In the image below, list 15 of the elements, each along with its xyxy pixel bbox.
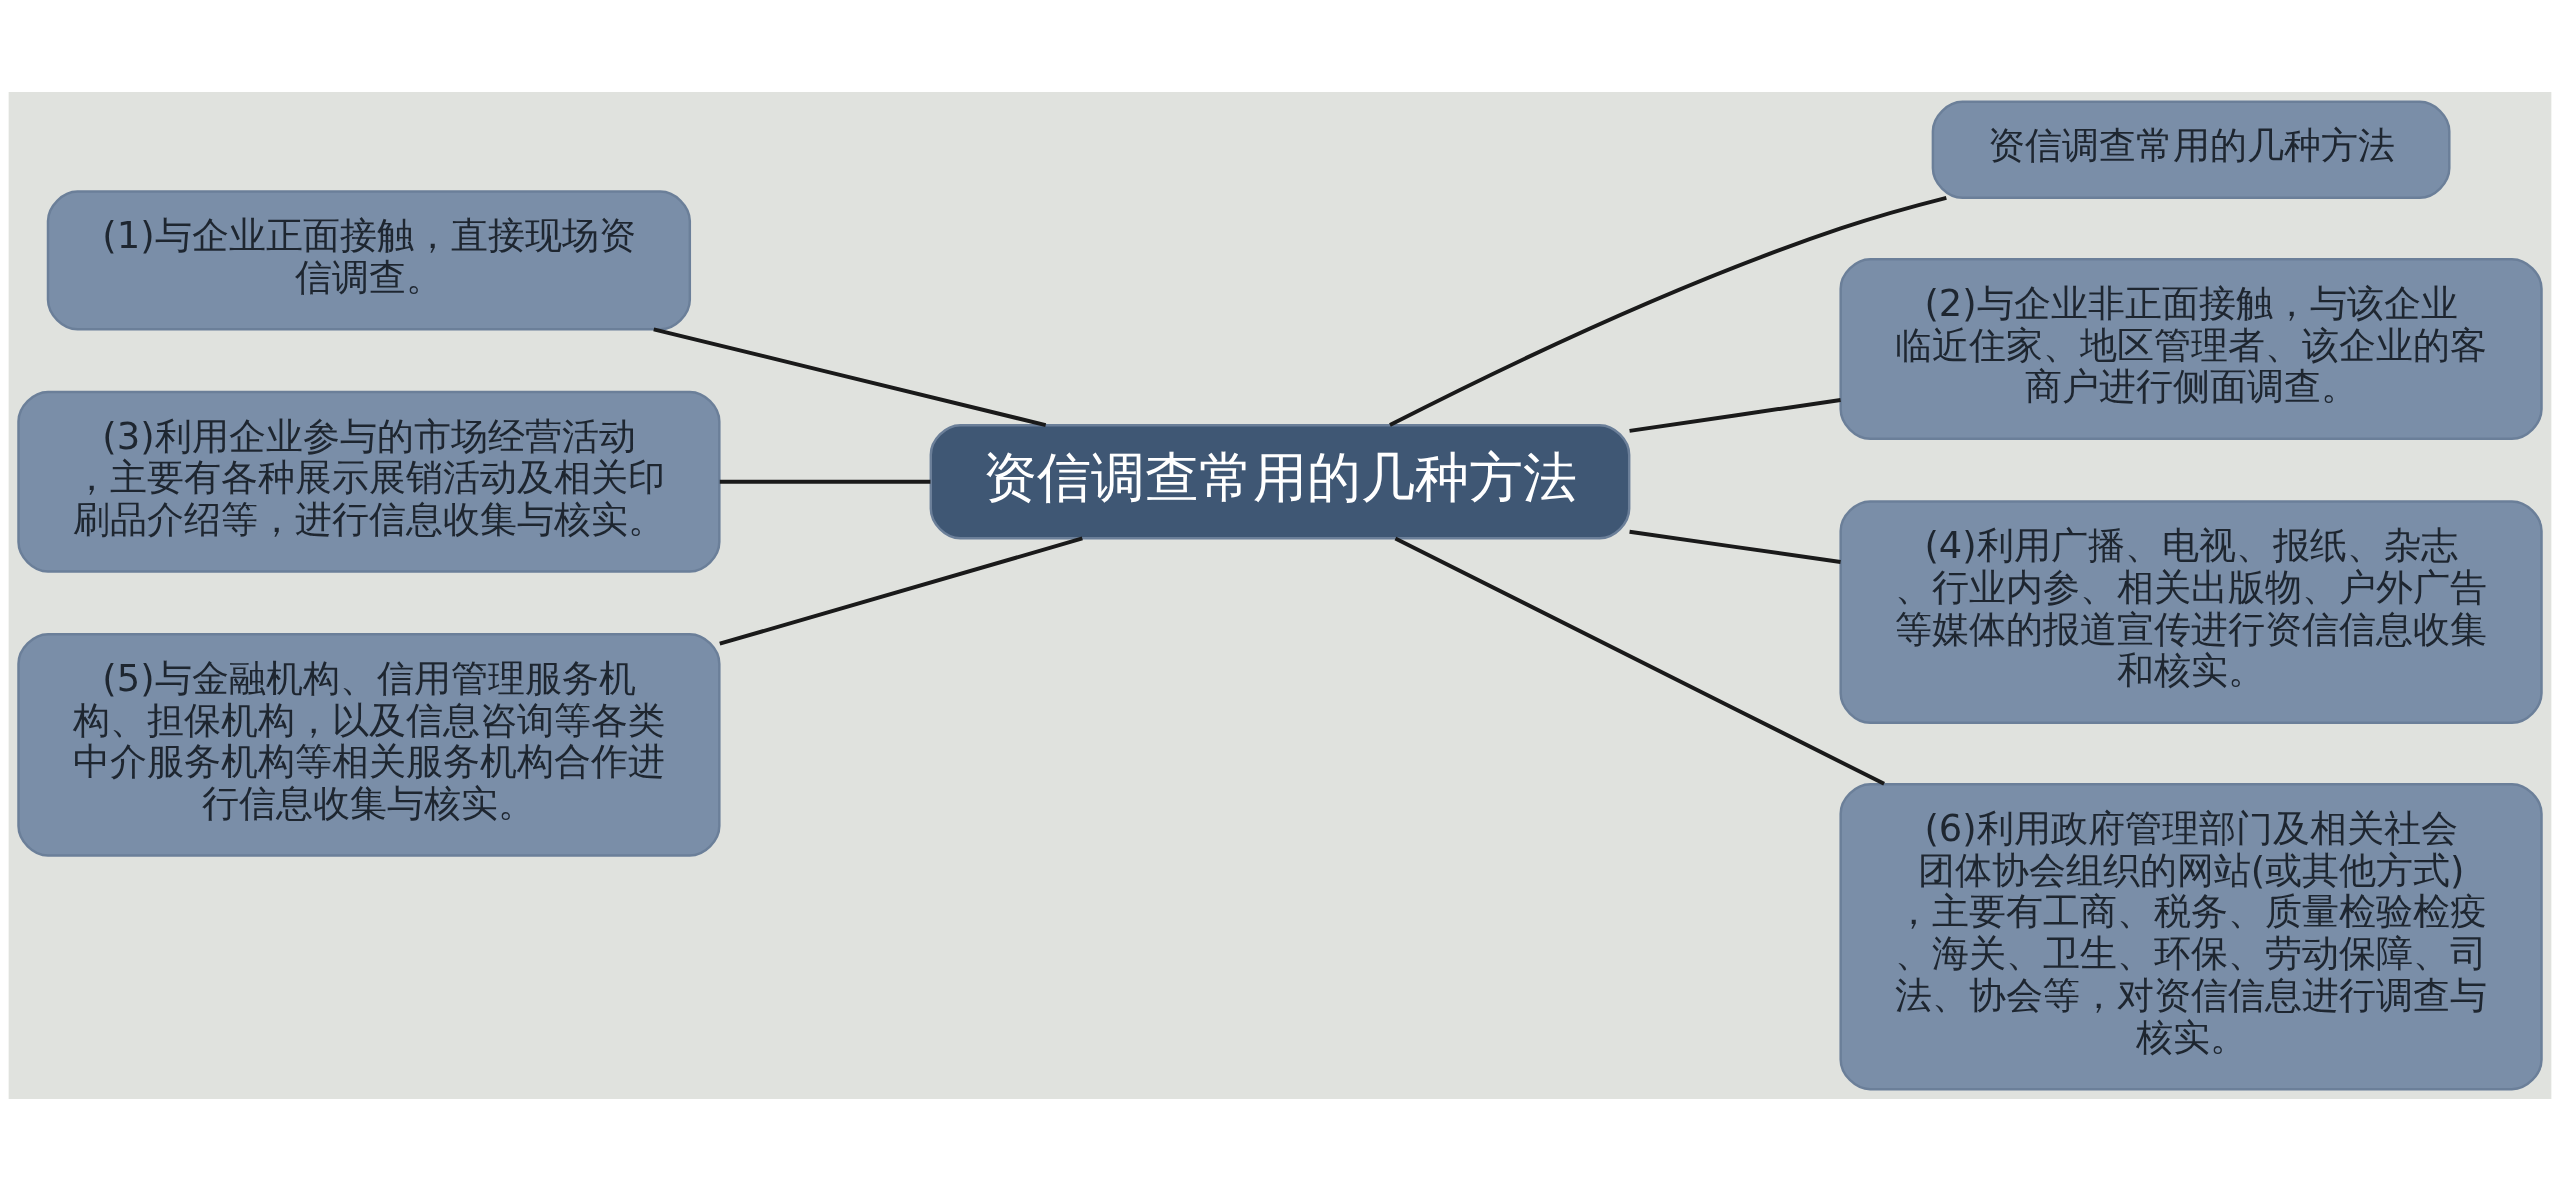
node-box: (3)利用企业参与的市场经营活动，主要有各种展示展销活动及相关印刷品介绍等，进行信息收集与核实。 (17, 390, 721, 573)
node-box: (1)与企业正面接触，直接现场资信调查。 (46, 190, 692, 331)
connector (1629, 398, 1841, 433)
node-box: 资信调查常用的几种方法 (1931, 100, 2451, 199)
connector (719, 479, 931, 484)
node-box: (6)利用政府管理部门及相关社会团体协会组织的网站(或其他方式)，主要有工商、税务、质量检验检疫、海关、卫生、环保、劳动保障、司法、协会等，对资信信息进行调查与核实。 (1839, 783, 2543, 1091)
connector (1389, 196, 1947, 427)
connector (1394, 536, 1885, 786)
node-box: 资信调查常用的几种方法 (929, 423, 1631, 540)
node-box: (2)与企业非正面接触，与该企业临近住家、地区管理者、该企业的客商户进行侧面调查。 (1839, 258, 2543, 440)
connector (1629, 529, 1841, 564)
connector (719, 536, 1083, 646)
node-box: (4)利用广播、电视、报纸、杂志、行业内参、相关出版物、户外广告等媒体的报道宣传进行资信信息收集和核实。 (1839, 500, 2543, 724)
connector (653, 327, 1047, 428)
node-box: (5)与金融机构、信用管理服务机构、担保机构，以及信息咨询等各类中介服务机构等相关服务机构合作进行信息收集与核实。 (17, 633, 721, 857)
